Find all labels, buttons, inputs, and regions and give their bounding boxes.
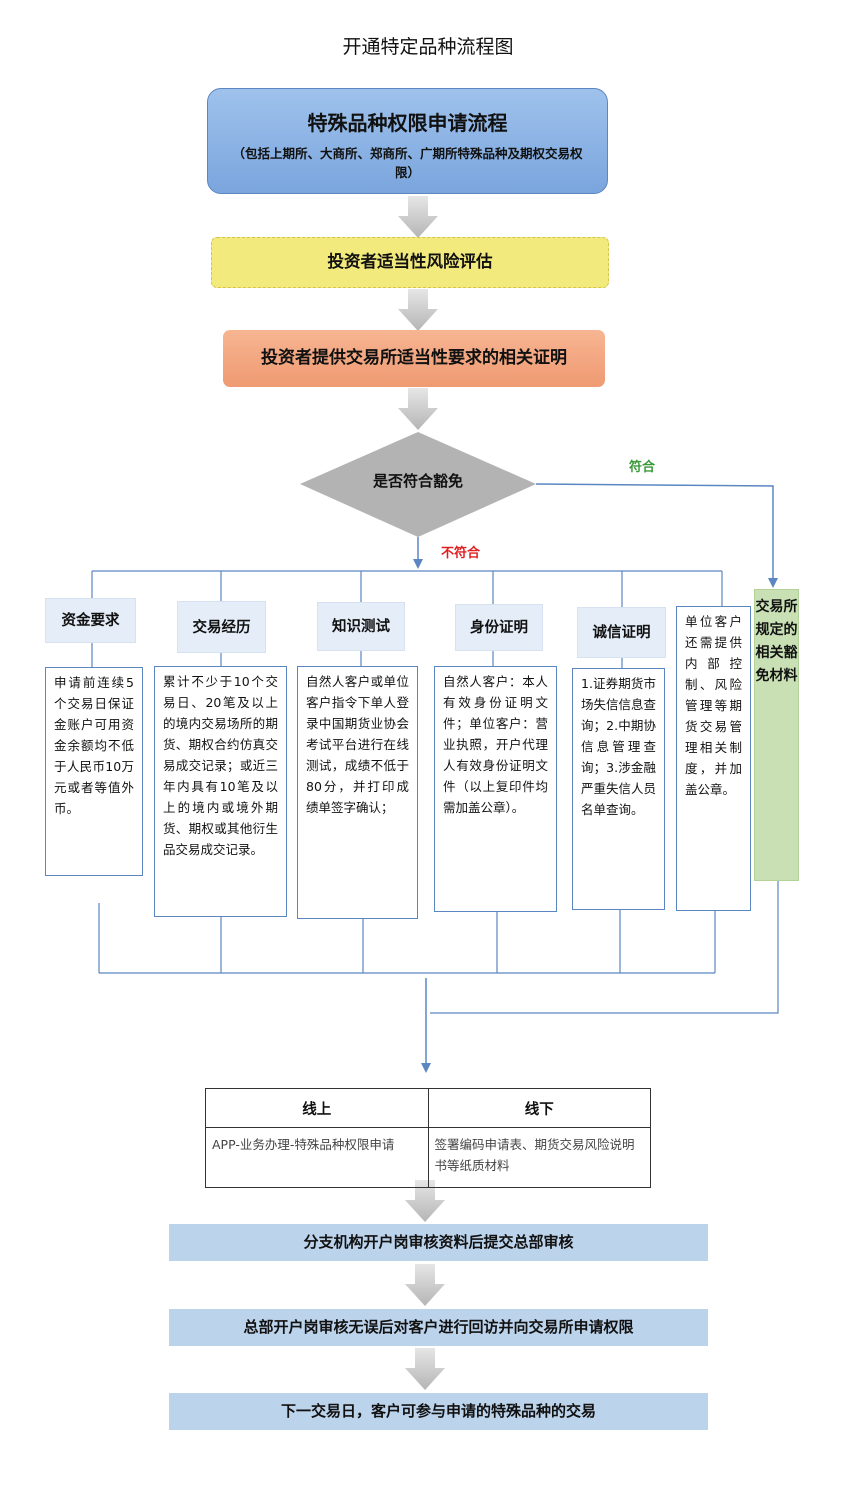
yes-label: 符合 [629, 460, 656, 475]
branch-review-step: 分支机构开户岗审核资料后提交总部审核 [169, 1224, 708, 1261]
exempt-material-box: 交易所规定的相关豁免材料 [754, 589, 799, 881]
yes-connector [535, 483, 778, 588]
hq-review-step: 总部开户岗审核无误后对客户进行回访并向交易所申请权限 [169, 1309, 708, 1346]
trading-enabled-step: 下一交易日，客户可参与申请的特殊品种的交易 [169, 1393, 708, 1430]
online-text: APP-业务办理-特殊品种权限申请 [205, 1127, 429, 1188]
req-body-institution: 单位客户还需提供内部控制、风险管理等期货交易管理相关制度，并加盖公章。 [676, 606, 751, 911]
req-body-knowledge-test: 自然人客户或单位客户指令下单人登录中国期货业协会考试平台进行在线测试，成绩不低于… [297, 666, 418, 919]
distribution-lines [91, 570, 779, 1014]
risk-assessment-box: 投资者适当性风险评估 [211, 237, 609, 288]
req-body-funds: 申请前连续5个交易日保证金账户可用资金余额均不低于人民币10万元或者等值外币。 [45, 667, 143, 876]
decision-question: 是否符合豁免 [372, 472, 463, 490]
main-process-subtitle: （包括上期所、大商所、郑商所、广期所特殊品种及期权交易权限） [232, 146, 583, 180]
proof-box: 投资者提供交易所适当性要求的相关证明 [223, 330, 605, 387]
main-process-title: 特殊品种权限申请流程 [307, 111, 508, 135]
offline-text: 签署编码申请表、期货交易风险说明书等纸质材料 [427, 1127, 651, 1188]
req-title-funds: 资金要求 [45, 598, 136, 643]
offline-header: 线下 [427, 1088, 651, 1128]
no-label: 不符合 [441, 546, 481, 561]
req-body-identity: 自然人客户：本人有效身份证明文件；单位客户：营业执照，开户代理人有效身份证明文件… [434, 666, 557, 912]
gray-arrow-1 [398, 196, 438, 238]
decision-diamond [300, 432, 536, 537]
req-title-experience: 交易经历 [177, 601, 266, 653]
submission-mode-table: 线上 线下 APP-业务办理-特殊品种权限申请 签署编码申请表、期货交易风险说明… [205, 1088, 651, 1188]
req-body-credit: 1.证券期货市场失信信息查询；2.中期协信息管理查询；3.涉金融严重失信人员名单… [572, 668, 665, 910]
gray-arrow-5 [405, 1264, 445, 1306]
req-title-knowledge-test: 知识测试 [317, 602, 405, 651]
online-header: 线上 [205, 1088, 429, 1128]
gray-arrow-3 [398, 388, 438, 430]
req-title-credit: 诚信证明 [577, 607, 666, 658]
main-process-box: 特殊品种权限申请流程 （包括上期所、大商所、郑商所、广期所特殊品种及期权交易权限… [207, 88, 608, 194]
gray-arrow-6 [405, 1348, 445, 1390]
req-title-identity: 身份证明 [455, 604, 543, 651]
page-title: 开通特定品种流程图 [342, 36, 514, 58]
gray-arrow-4 [405, 1180, 445, 1222]
req-body-experience: 累计不少于10个交易日、20笔及以上的境内交易场所的期货、期权合约仿真交易成交记… [154, 666, 287, 917]
gray-arrow-2 [398, 289, 438, 331]
